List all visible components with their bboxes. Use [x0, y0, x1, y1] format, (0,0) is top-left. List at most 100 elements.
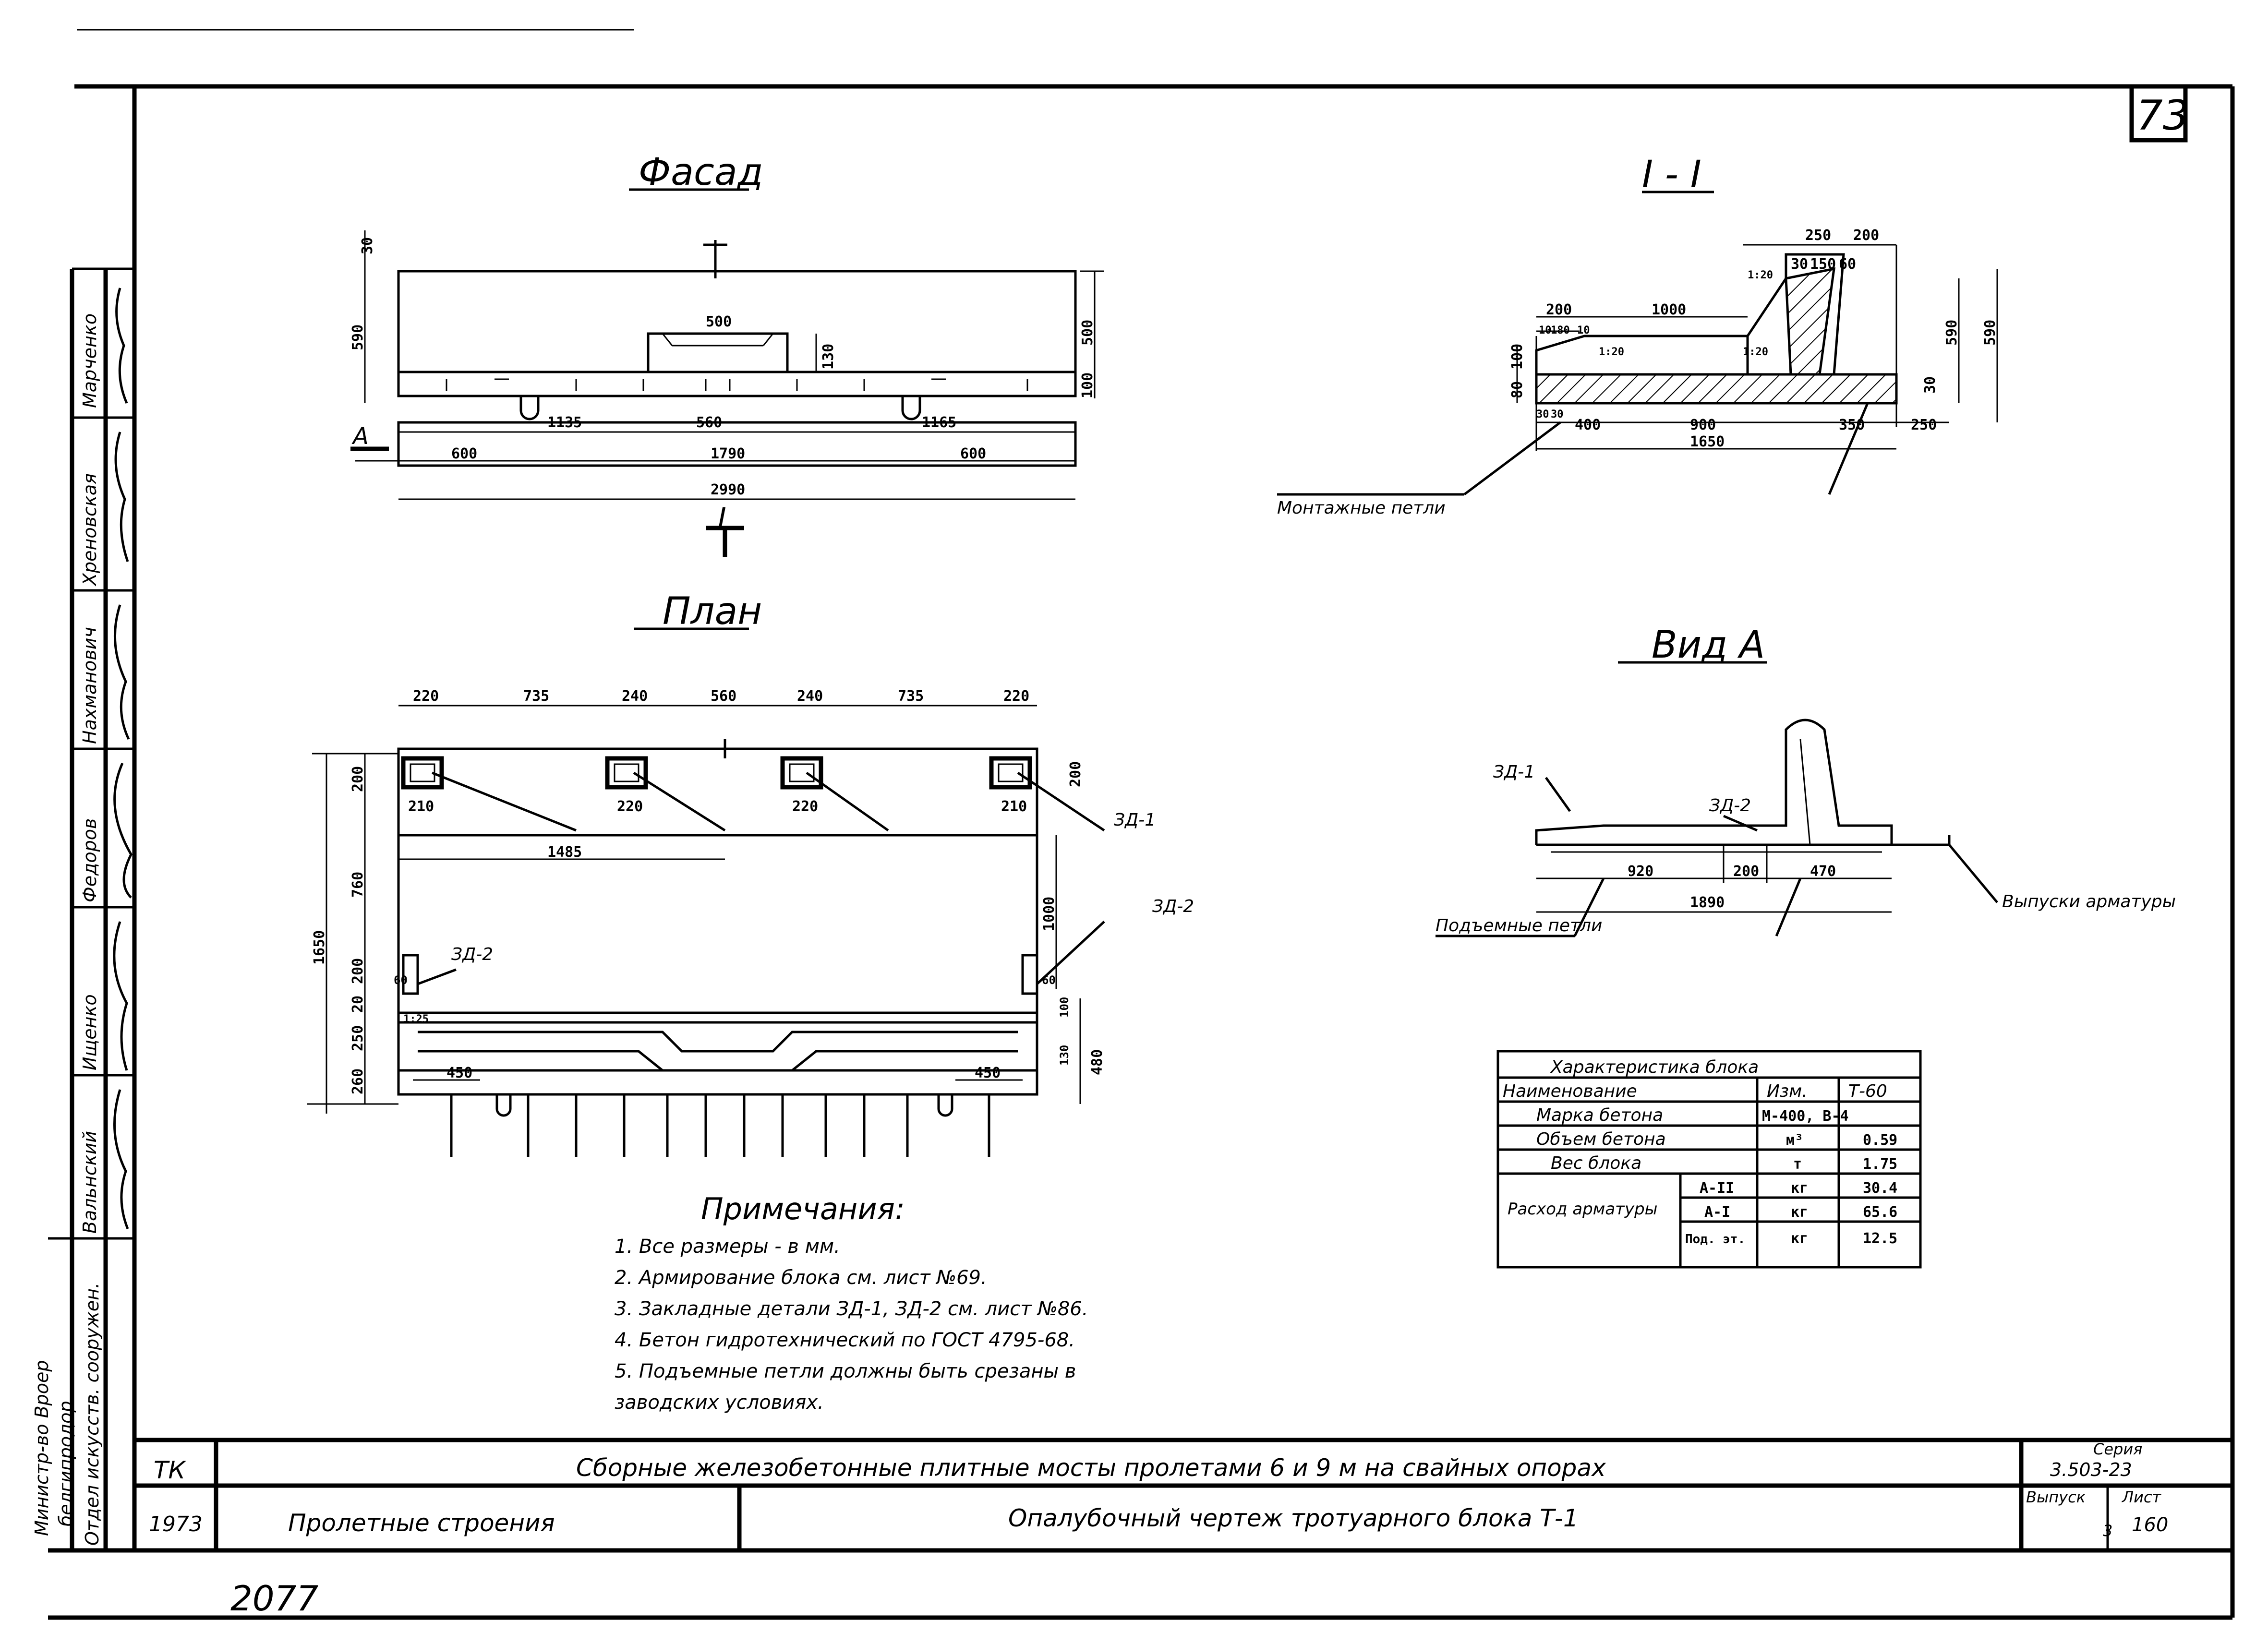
plan-left-dim-760: 760: [350, 872, 366, 898]
section-dim-30: 30: [1791, 256, 1808, 273]
title-block: [134, 1438, 2232, 1550]
note-5: 5. Подъемные петли должны быть срезаны в: [615, 1360, 1076, 1382]
facade-section-mark: I: [718, 502, 726, 535]
title-block-drawing: Опалубочный чертеж тротуарного блока Т-1: [1008, 1504, 1579, 1532]
facade-dim-1135: 1135: [547, 414, 582, 431]
facade-dim-500-top: 500: [706, 313, 732, 330]
section-dim-30-a: 30: [1536, 408, 1549, 420]
note-4: 4. Бетон гидротехнический по ГОСТ 4795-6…: [615, 1329, 1075, 1351]
sidebar-name-khrenovskaya: Хреновская: [79, 473, 100, 587]
characteristics-table: [1496, 1050, 1922, 1269]
table-title: Характеристика блока: [1550, 1057, 1759, 1077]
table-row-concrete-volume-unit: м³: [1786, 1132, 1803, 1149]
facade-title: Фасад: [639, 151, 763, 194]
plan-left-dim-200: 200: [350, 958, 366, 984]
signature-sidebar: [48, 267, 134, 1550]
bottom-stamp: 2077: [230, 1578, 318, 1619]
plan-callout-zd1: ЗД-1: [1114, 810, 1156, 830]
table-header-unit: Изм.: [1767, 1081, 1808, 1101]
plan-top-dim-240-left: 240: [622, 688, 648, 705]
section-dim-590-outer: 590: [1982, 320, 1999, 346]
view-a-title: Вид А: [1652, 624, 1765, 667]
section-dim-180: 180: [1551, 324, 1570, 336]
plan-inner-100: 100: [1058, 997, 1071, 1018]
plan-left-dim-20: 20: [350, 996, 366, 1013]
table-row-concrete-grade: Марка бетона: [1536, 1105, 1663, 1125]
plan-top-dim-220-left: 220: [413, 688, 439, 705]
section-callout-lifting-loops: Монтажные петли: [1277, 498, 1446, 518]
section-dim-250: 250: [1805, 227, 1831, 244]
facade-dim-1790: 1790: [711, 445, 745, 462]
facade-dim-600-right: 600: [960, 445, 986, 462]
table-rebar-a2-value: 30.4: [1863, 1180, 1897, 1197]
plan-top-dim-735-left: 735: [523, 688, 549, 705]
section-title: I - I: [1642, 153, 1701, 196]
table-rebar-lift: Под. эт.: [1685, 1232, 1745, 1247]
table-rebar-a1-value: 65.6: [1863, 1204, 1897, 1221]
facade-dim-100: 100: [1079, 372, 1096, 398]
facade-dim-560: 560: [696, 414, 722, 431]
sidebar-name-ishchenko: Ищенко: [79, 994, 100, 1070]
section-dim-250-bottom: 250: [1911, 417, 1937, 433]
table-rebar-label: Расход арматуры: [1508, 1200, 1658, 1219]
section-dim-590-inner: 590: [1943, 320, 1960, 346]
section-dim-400: 400: [1575, 417, 1601, 433]
table-rebar-a1-unit: кг: [1791, 1204, 1808, 1221]
facade-dim-1165: 1165: [922, 414, 956, 431]
section-mark-2: 1:20: [1599, 346, 1624, 358]
title-block-series-label: Серия: [2093, 1440, 2142, 1458]
plan-top-dim-220-right: 220: [1003, 688, 1029, 705]
section-mark-3: 1:20: [1743, 346, 1768, 358]
title-block-issue-label: Выпуск: [2026, 1488, 2086, 1506]
plan-top-dim-240-right: 240: [797, 688, 823, 705]
table-row-weight-value: 1.75: [1863, 1156, 1897, 1173]
section-dim-350: 350: [1839, 417, 1865, 433]
plan-inner-220-a: 220: [617, 798, 643, 815]
note-2: 2. Армирование блока см. лист №69.: [615, 1267, 987, 1289]
facade-dim-30: 30: [359, 237, 376, 254]
view-a-dim-470: 470: [1810, 863, 1836, 880]
facade-dim-590: 590: [350, 324, 366, 350]
table-rebar-a1: А-I: [1704, 1204, 1730, 1221]
sidebar-org-3: Отдел искусств. сооружен.: [82, 1283, 103, 1546]
sidebar-name-marchenko: Марченко: [79, 313, 100, 408]
plan-left-dim-1650: 1650: [311, 930, 328, 965]
title-block-part: Пролетные строения: [288, 1509, 555, 1537]
section-dim-100: 100: [1509, 344, 1526, 370]
plan-inner-1000: 1000: [1041, 897, 1058, 931]
view-a-callout-loops: Подъемные петли: [1436, 916, 1602, 936]
sidebar-org-2: белгипродор: [55, 1401, 76, 1526]
plan-inner-220-b: 220: [792, 798, 818, 815]
facade-dim-130: 130: [820, 344, 837, 370]
section-dim-10a: 10: [1539, 324, 1552, 336]
plan-inner-450-right: 450: [975, 1065, 1001, 1081]
plan-inner-200-right: 200: [1067, 761, 1084, 787]
plan-callout-zd2-left: ЗД-2: [451, 945, 493, 964]
plan-top-dim-735-right: 735: [898, 688, 924, 705]
plan-inner-210-left: 210: [408, 798, 434, 815]
sidebar-name-nakhmanovich: Нахманович: [79, 627, 100, 744]
plan-inner-450-left: 450: [446, 1065, 472, 1081]
facade-dim-2990: 2990: [711, 481, 745, 498]
section-dim-900: 900: [1690, 417, 1716, 433]
plan-inner-1485: 1485: [547, 844, 582, 861]
plan-title: План: [663, 590, 762, 633]
plan-left-dim-260: 260: [350, 1068, 366, 1094]
title-block-issue: 3: [2103, 1522, 2112, 1540]
facade-dim-600-left: 600: [451, 445, 477, 462]
title-block-main-title: Сборные железобетонные плитные мосты про…: [576, 1454, 1606, 1482]
notes-title: Примечания:: [701, 1191, 905, 1226]
table-row-concrete-grade-value: М-400, В-4: [1762, 1108, 1849, 1125]
facade-view: [350, 188, 1104, 557]
section-dim-30-right: 30: [1922, 376, 1939, 394]
section-dim-150: 150: [1810, 256, 1836, 273]
table-row-weight-unit: т: [1793, 1156, 1802, 1173]
table-header-name: Наименование: [1503, 1081, 1637, 1101]
title-block-sheet-label: Лист: [2122, 1488, 2161, 1506]
plan-callout-zd2-right: ЗД-2: [1152, 897, 1194, 916]
section-dim-30-b: 30: [1551, 408, 1564, 420]
sidebar-org-1: Министр-во Вроер: [31, 1360, 52, 1536]
view-a-dim-1890: 1890: [1690, 894, 1725, 911]
title-block-sheet: 160: [2132, 1514, 2168, 1536]
view-a-callout-zd2: ЗД-2: [1709, 796, 1751, 816]
